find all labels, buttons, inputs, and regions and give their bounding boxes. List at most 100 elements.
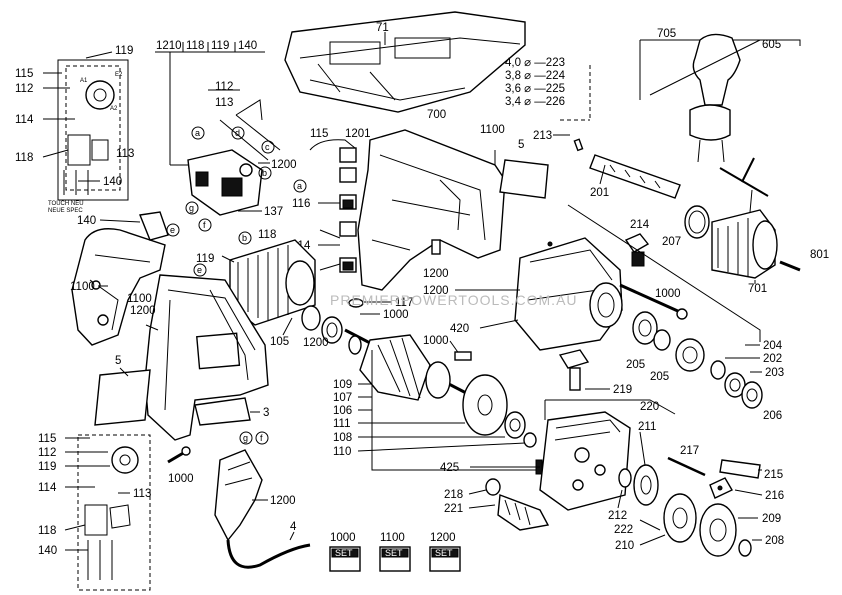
set-box-1200: 1200 SET bbox=[429, 532, 461, 572]
watermark: PREMIERPOWERTOOLS.COM.AU bbox=[330, 292, 578, 308]
label-118-b: 118 bbox=[258, 229, 276, 241]
leader-216 bbox=[734, 489, 763, 496]
gear-flange bbox=[535, 411, 631, 511]
label-140-header: 140 bbox=[238, 40, 257, 52]
washer-205b bbox=[653, 329, 671, 351]
set-label-1000: 1000 bbox=[330, 532, 356, 544]
label-112-a: 112 bbox=[15, 83, 33, 95]
label-71: 71 bbox=[376, 22, 389, 34]
leader-1200b bbox=[145, 324, 159, 331]
label-119-header: 119 bbox=[211, 40, 229, 52]
leader-212 bbox=[617, 489, 623, 509]
label-1000-b: 1000 bbox=[655, 288, 681, 300]
housing-center bbox=[144, 274, 269, 441]
label-140-b: 140 bbox=[77, 215, 96, 227]
marker-e: e bbox=[197, 265, 202, 275]
motor-housing bbox=[357, 129, 506, 291]
label-216: 216 bbox=[765, 490, 784, 502]
label-5-b: 5 bbox=[518, 139, 524, 151]
label-1100-b: 1100 bbox=[127, 293, 152, 305]
label-115-b: 115 bbox=[310, 128, 328, 140]
leader-220 bbox=[544, 399, 676, 420]
bearing-204 bbox=[675, 338, 705, 372]
label-226: 3,4 ⌀ —226 bbox=[505, 96, 565, 108]
bearing-203 bbox=[724, 372, 746, 398]
marker-a-2-text: a bbox=[297, 181, 302, 191]
label-113-b: 113 bbox=[215, 97, 233, 109]
label-1200-e: 1200 bbox=[423, 285, 449, 297]
label-106: 106 bbox=[333, 405, 352, 417]
label-5-a: 5 bbox=[115, 355, 121, 367]
label-222: 222 bbox=[614, 524, 633, 536]
label-700: 700 bbox=[427, 109, 446, 121]
label-1200-c: 1200 bbox=[303, 337, 329, 349]
wiring-schematic-top: E2 A1 A2 TOUCH NEU NEUE SPEC bbox=[48, 59, 129, 214]
washer-202 bbox=[710, 360, 726, 380]
label-225: 3,6 ⌀ —225 bbox=[505, 83, 565, 95]
set-badge-1200: SET bbox=[435, 548, 453, 558]
screw-1000d bbox=[167, 446, 191, 464]
label-112-c: 112 bbox=[38, 447, 56, 459]
label-140-c: 140 bbox=[38, 545, 57, 557]
label-212: 212 bbox=[608, 510, 627, 522]
label-1100-a: 1100 bbox=[70, 281, 95, 293]
label-209: 209 bbox=[762, 513, 781, 525]
label-223: 4,0 ⌀ —223 bbox=[505, 57, 565, 69]
label-425: 425 bbox=[440, 462, 459, 474]
label-113-a: 113 bbox=[116, 148, 134, 160]
label-107: 107 bbox=[333, 392, 352, 404]
marker-b: b bbox=[262, 168, 267, 178]
gear-205a bbox=[632, 311, 658, 345]
leader-118a bbox=[42, 149, 69, 158]
power-cable bbox=[226, 539, 311, 569]
label-109: 109 bbox=[333, 379, 352, 391]
washer-212 bbox=[618, 468, 632, 488]
knob-219 bbox=[558, 349, 590, 391]
label-111: 111 bbox=[333, 418, 350, 430]
label-215: 215 bbox=[764, 469, 783, 481]
label-4: 4 bbox=[290, 521, 297, 533]
spring-215 bbox=[719, 459, 761, 479]
fan-disc bbox=[462, 374, 508, 436]
label-110: 110 bbox=[333, 446, 351, 458]
label-1200-f: 1200 bbox=[270, 495, 296, 507]
connection-markers-switch: a d c b g f b e bbox=[185, 126, 275, 277]
cover-plate-left bbox=[94, 369, 151, 426]
marker-d: d bbox=[235, 128, 240, 138]
washer-110 bbox=[523, 432, 537, 448]
label-116: 116 bbox=[292, 198, 310, 210]
label-203: 203 bbox=[765, 367, 784, 379]
label-114-c: 114 bbox=[38, 482, 57, 494]
leader-119a bbox=[85, 51, 113, 59]
label-605: 605 bbox=[762, 39, 781, 51]
washer-208 bbox=[738, 539, 752, 557]
set-box-1100: 1100 SET bbox=[379, 532, 411, 572]
pinion-221 bbox=[497, 494, 550, 531]
marker-e-2 bbox=[166, 223, 180, 237]
leader-210 bbox=[639, 534, 666, 546]
leader-218 bbox=[468, 489, 487, 495]
schematic-e2: E2 bbox=[115, 72, 123, 78]
side-handle bbox=[639, 33, 801, 163]
schematic-a2: A2 bbox=[110, 106, 118, 112]
leader-221 bbox=[468, 504, 496, 509]
label-108: 108 bbox=[333, 432, 352, 444]
handle-half-left bbox=[71, 228, 166, 346]
gear-housing bbox=[514, 237, 623, 351]
marker-a: a bbox=[195, 128, 200, 138]
label-801: 801 bbox=[810, 249, 829, 261]
label-119-a: 119 bbox=[115, 45, 133, 57]
label-137: 137 bbox=[264, 206, 283, 218]
leader-spindle-group bbox=[567, 204, 761, 342]
snap-ring-207 bbox=[684, 205, 710, 239]
gear-selector-214 bbox=[624, 233, 650, 267]
schematic-note-1: TOUCH NEU bbox=[48, 201, 84, 207]
label-202: 202 bbox=[763, 353, 782, 365]
screw-1000c bbox=[454, 351, 472, 361]
label-105: 105 bbox=[270, 336, 289, 348]
label-119-b: 119 bbox=[196, 253, 214, 265]
bearing-108 bbox=[504, 411, 526, 439]
label-705: 705 bbox=[657, 28, 676, 40]
marker-a-2 bbox=[293, 179, 307, 193]
